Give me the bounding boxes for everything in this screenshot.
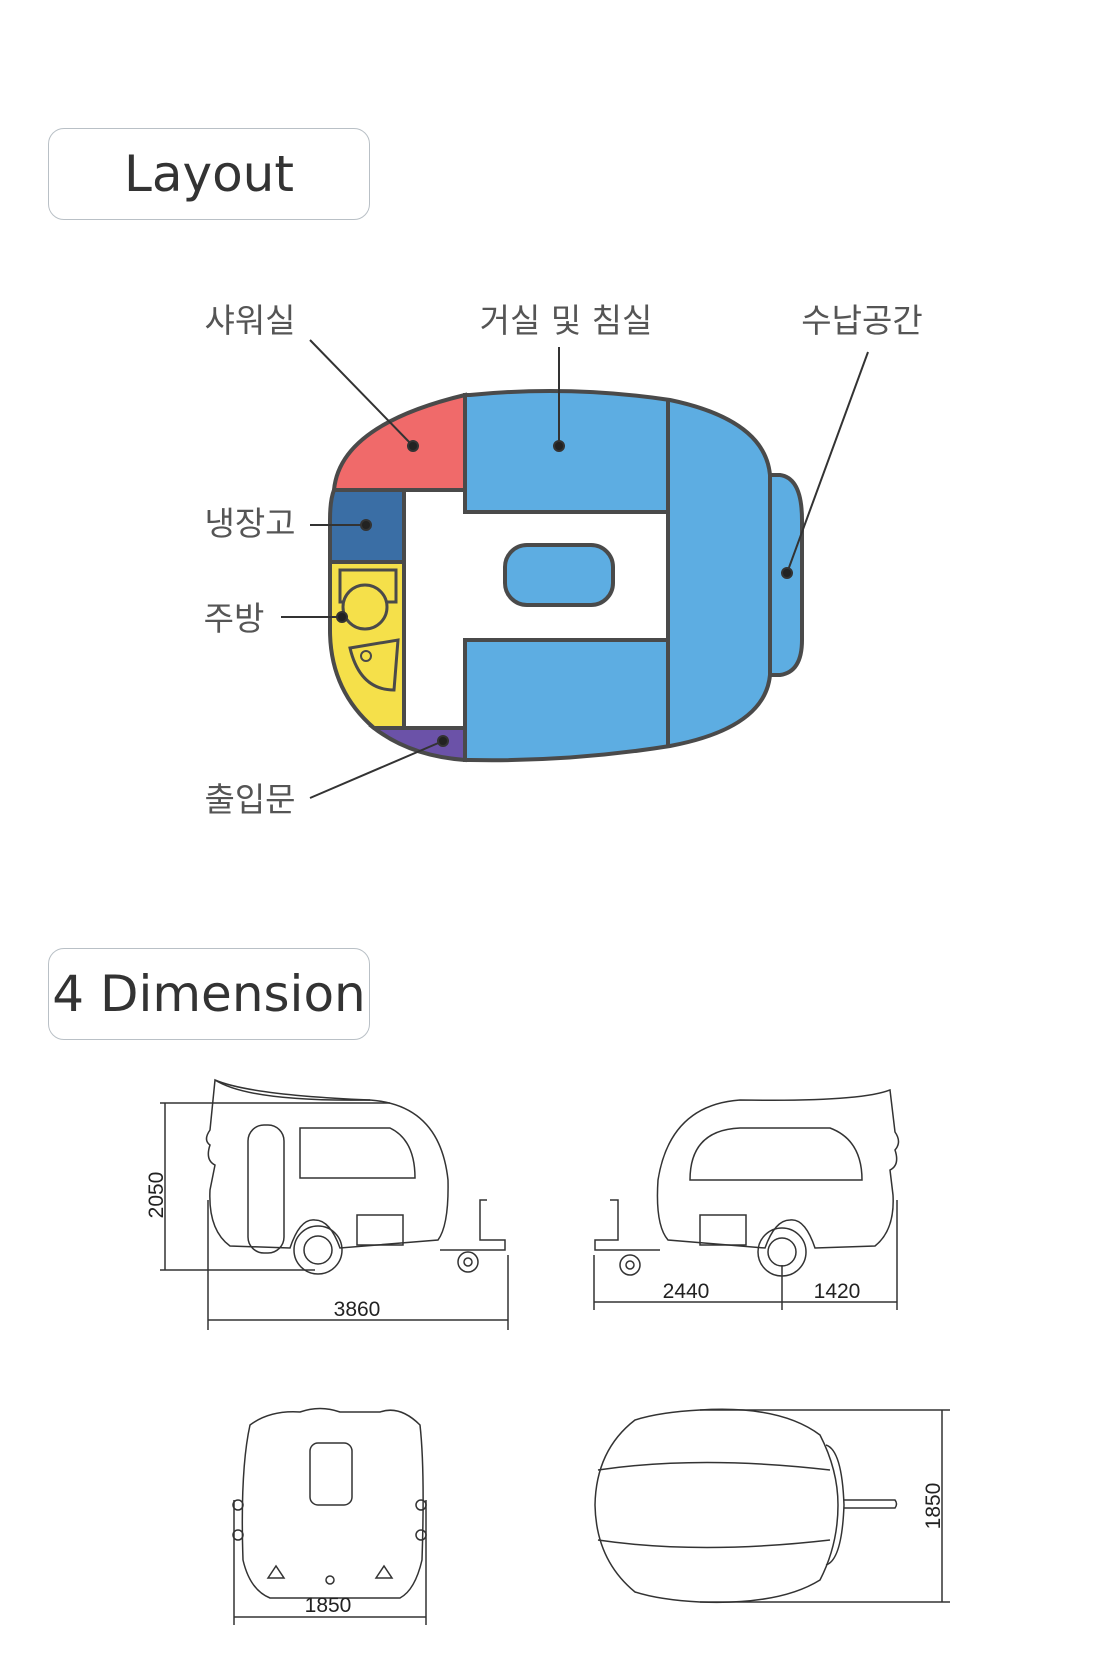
floor-plan <box>328 389 804 763</box>
dim-rear-left: 2440 <box>663 1280 710 1303</box>
label-entrance: 출입문 <box>204 780 295 819</box>
label-fridge: 냉장고 <box>204 504 295 543</box>
top-view <box>594 1408 950 1604</box>
leader-lines <box>281 339 869 799</box>
entrance-area <box>368 726 467 763</box>
dimension-section-title: 4 Dimension <box>52 965 366 1023</box>
dimension-section-tab: 4 Dimension <box>48 948 370 1040</box>
dim-front-width: 1850 <box>305 1594 352 1617</box>
dim-top-width: 1850 <box>922 1483 945 1530</box>
dim-side-height: 2050 <box>145 1172 168 1219</box>
sink <box>348 638 400 692</box>
side-view-right <box>593 1088 900 1310</box>
label-storage: 수납공간 <box>801 301 922 340</box>
table <box>503 543 615 607</box>
side-view-left <box>160 1078 509 1330</box>
sink-drain <box>360 650 372 662</box>
layout-section-title: Layout <box>124 145 294 203</box>
front-view <box>232 1407 427 1625</box>
dim-rear-right: 1420 <box>814 1280 861 1303</box>
layout-section-tab: Layout <box>48 128 370 220</box>
dim-side-length: 3860 <box>334 1298 381 1321</box>
label-living-bedroom: 거실 및 침실 <box>480 301 653 340</box>
shower-area <box>331 392 467 492</box>
stove-burner <box>341 583 389 631</box>
label-kitchen: 주방 <box>204 599 265 638</box>
label-shower: 샤워실 <box>204 301 295 340</box>
